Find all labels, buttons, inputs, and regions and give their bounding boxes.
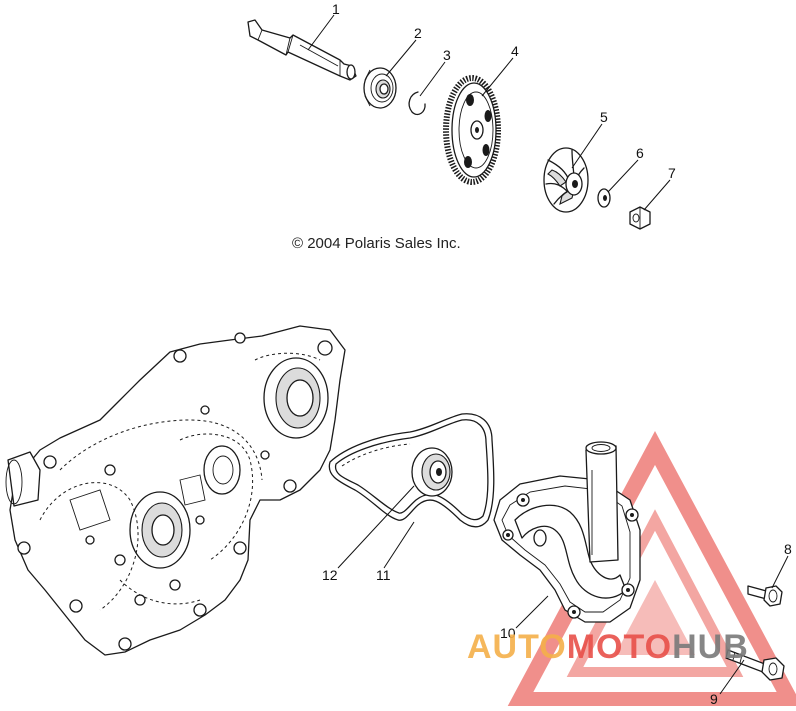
nut-icon (629, 206, 651, 230)
bolt-icon (725, 649, 785, 681)
callout-1: 1 (332, 1, 340, 17)
bolt-icon (747, 585, 783, 607)
callout-11: 11 (376, 567, 391, 583)
callout-7: 7 (668, 165, 676, 181)
callout-10: 10 (500, 625, 516, 641)
callout-4: 4 (511, 43, 519, 59)
callout-12: 12 (322, 567, 338, 583)
watermark-part-hub: HUB (672, 628, 749, 666)
copyright-text: © 2004 Polaris Sales Inc. (292, 235, 461, 252)
seal-icon (411, 447, 453, 497)
bearing-icon (363, 67, 397, 109)
crankcase-cover-icon (5, 325, 346, 656)
callout-8: 8 (784, 541, 792, 557)
callout-5: 5 (600, 109, 608, 125)
watermark-part-auto: AUTO (467, 628, 567, 666)
gasket-icon (328, 413, 495, 528)
watermark-part-moto: MOTO (567, 628, 672, 666)
callout-6: 6 (636, 145, 644, 161)
callout-2: 2 (414, 25, 422, 41)
callout-3: 3 (443, 47, 451, 63)
water-pump-shaft-icon (247, 19, 357, 81)
drive-gear-icon (443, 75, 501, 185)
callout-9: 9 (710, 691, 718, 706)
callout-labels: 1 2 3 4 5 6 7 8 9 10 11 12 (322, 1, 792, 707)
water-pump-cover-icon (493, 441, 641, 623)
callout-leaders (307, 14, 789, 695)
watermark-logo-text: AUTOMOTOHUB (467, 628, 749, 666)
snap-ring-icon (408, 91, 426, 116)
washer-icon (597, 188, 611, 208)
impeller-icon (543, 147, 589, 213)
